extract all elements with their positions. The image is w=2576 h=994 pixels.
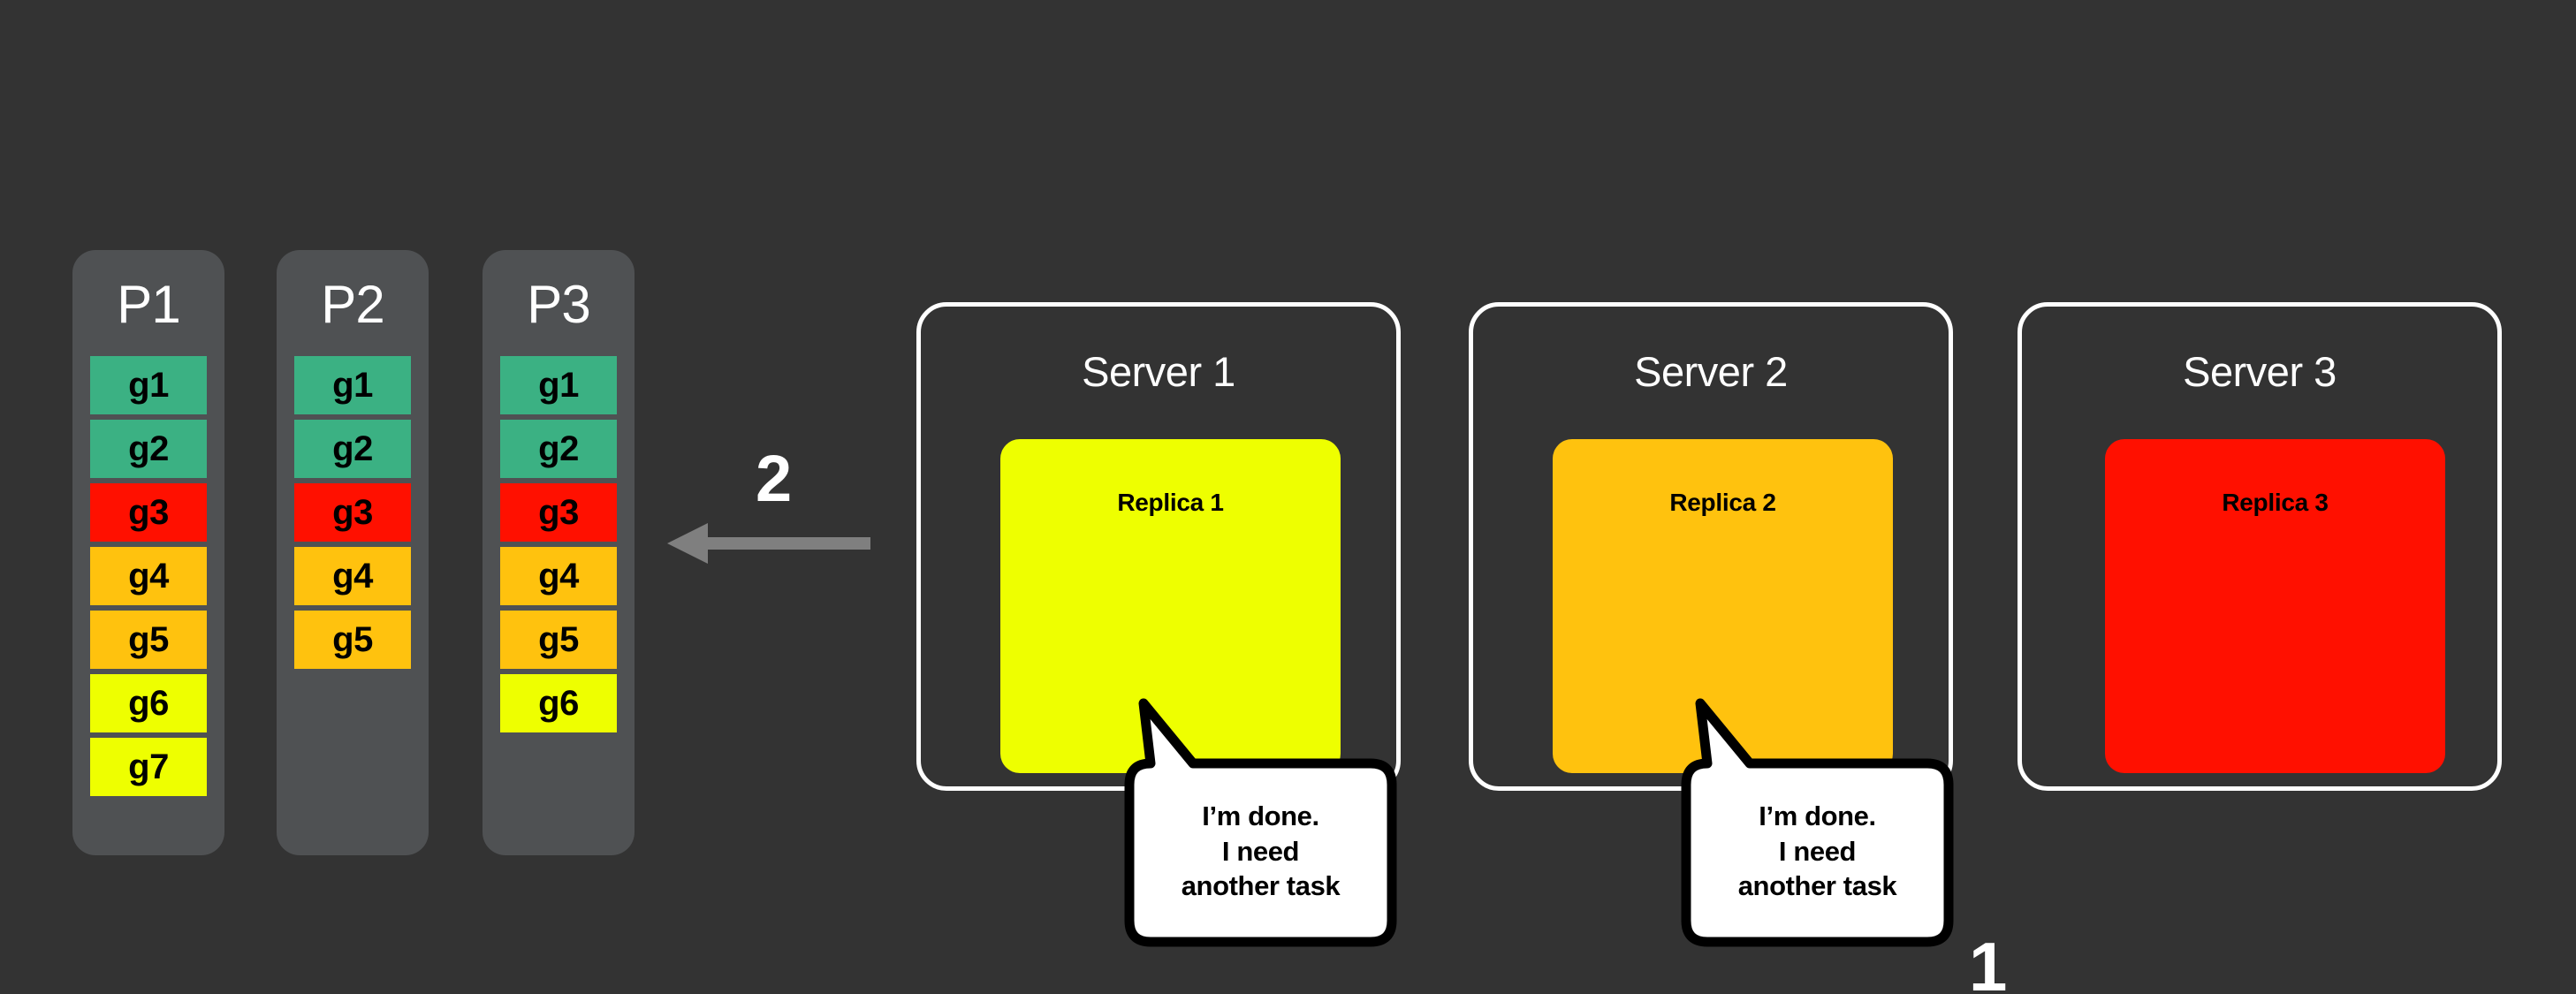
server-panel-3: Server 3 Replica 3: [2017, 302, 2502, 791]
server-panel-1: Server 1 Replica 1: [916, 302, 1401, 791]
task-block: g1: [294, 356, 411, 414]
task-block: g6: [500, 674, 617, 732]
task-block: g2: [294, 420, 411, 478]
task-block: g6: [90, 674, 207, 732]
server-title: Server 1: [1082, 348, 1235, 395]
task-block: g5: [294, 611, 411, 669]
speech-bubble-server-2: I’m done. I need another task: [1665, 698, 1970, 963]
step-number-one-label: 1: [1969, 928, 2008, 994]
task-block: g2: [90, 420, 207, 478]
arrow-left-icon: [667, 523, 870, 564]
task-block: g4: [500, 547, 617, 605]
task-block: g5: [90, 611, 207, 669]
task-block: g3: [500, 483, 617, 542]
task-block: g2: [500, 420, 617, 478]
task-block: g1: [90, 356, 207, 414]
task-block: g3: [294, 483, 411, 542]
server-title: Server 3: [2183, 348, 2337, 395]
task-block: g5: [500, 611, 617, 669]
replica-label: Replica 3: [2222, 489, 2329, 516]
task-block: g1: [500, 356, 617, 414]
replica-box-1: Replica 1: [1000, 439, 1341, 773]
replica-box-3: Replica 3: [2105, 439, 2445, 773]
task-block: g4: [294, 547, 411, 605]
server-panel-2: Server 2 Replica 2: [1469, 302, 1953, 791]
task-block: g7: [90, 738, 207, 796]
partition-title: P2: [321, 275, 384, 334]
speech-bubble-server-1: I’m done. I need another task: [1108, 698, 1413, 963]
speech-bubble-shape: [1124, 698, 1397, 947]
task-block: g3: [90, 483, 207, 542]
replica-label: Replica 1: [1117, 489, 1224, 516]
partition-title: P3: [527, 275, 590, 334]
partition-title: P1: [117, 275, 180, 334]
server-title: Server 2: [1634, 348, 1788, 395]
replica-label: Replica 2: [1669, 489, 1776, 516]
speech-bubble-shape: [1681, 698, 1954, 947]
task-block: g4: [90, 547, 207, 605]
replica-box-2: Replica 2: [1553, 439, 1893, 773]
step-number-two-label: 2: [756, 442, 793, 515]
